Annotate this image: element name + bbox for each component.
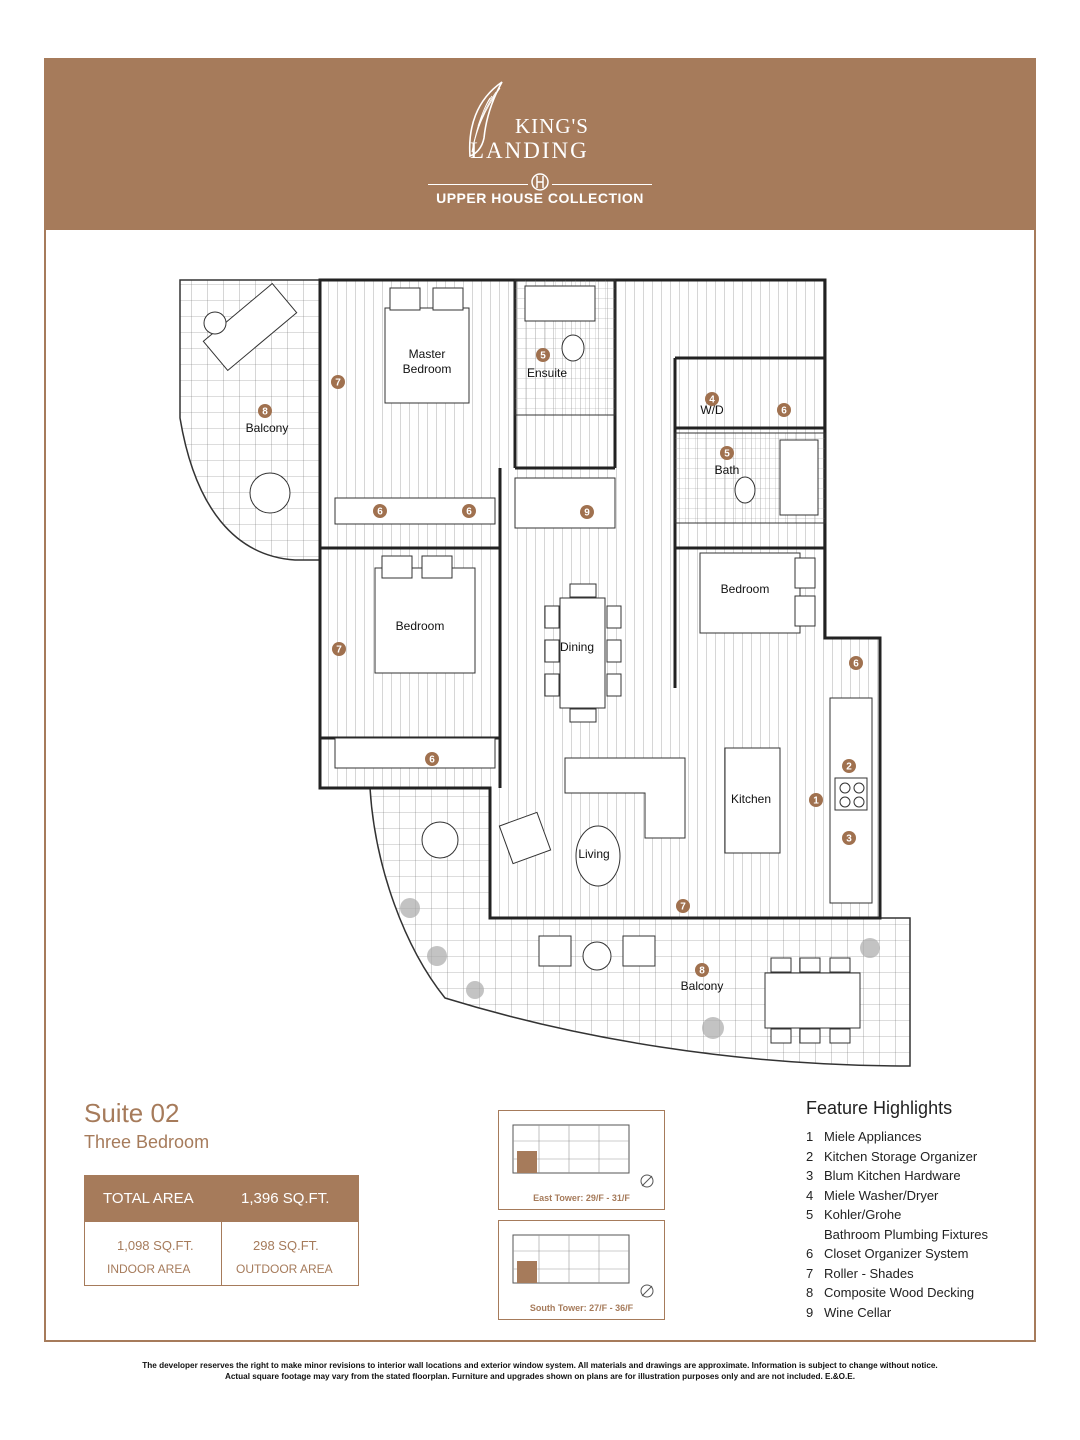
marker-1-kitchen: 1 [809, 793, 823, 807]
marker-6-master-a: 6 [373, 504, 387, 518]
marker-6-right: 6 [849, 656, 863, 670]
area-total-row: TOTAL AREA 1,396 SQ.FT. [85, 1176, 358, 1222]
keyplan-south: South Tower: 27/F - 36/F [498, 1220, 665, 1320]
marker-5-ensuite: 5 [536, 348, 550, 362]
label-bedroom-right: Bedroom [721, 582, 770, 596]
svg-text:2: 2 [846, 762, 852, 773]
marker-6-master-b: 6 [462, 504, 476, 518]
total-area-label: TOTAL AREA [103, 1190, 194, 1207]
marker-6-wd: 6 [777, 403, 791, 417]
svg-text:6: 6 [781, 406, 787, 417]
floor-plan: Master Bedroom Ensuite W/D Bath Balcony … [179, 278, 911, 1067]
keyplan-east-caption: East Tower: 29/F - 31/F [533, 1193, 630, 1203]
marker-8-top: 8 [258, 404, 272, 418]
living-sofa [564, 757, 686, 839]
marker-6-bedroom: 6 [425, 752, 439, 766]
svg-text:5: 5 [540, 351, 546, 362]
disclaimer: The developer reserves the right to make… [142, 1361, 938, 1381]
outdoor-area-label: OUTDOOR AREA [236, 1262, 333, 1276]
label-bedroom-left: Bedroom [396, 619, 445, 633]
label-kitchen: Kitchen [731, 792, 771, 806]
marker-5-bath: 5 [720, 446, 734, 460]
total-area-value: 1,396 SQ.FT. [241, 1190, 330, 1207]
master-bed [384, 307, 470, 404]
brand-name-line1: KING'S [515, 114, 589, 138]
bedroom-left-bed [374, 567, 476, 674]
svg-text:1: 1 [813, 796, 819, 807]
label-master-1: Master [409, 347, 446, 361]
area-table: TOTAL AREA 1,396 SQ.FT. 1,098 SQ.FT. IND… [84, 1175, 359, 1286]
label-master-2: Bedroom [403, 362, 452, 376]
area-divider [221, 1222, 222, 1286]
header-banner [44, 58, 1036, 230]
svg-text:5: 5 [724, 449, 730, 460]
monogram-icon [528, 170, 552, 194]
svg-text:8: 8 [262, 407, 268, 418]
suite-title: Suite 02 [84, 1098, 180, 1128]
marker-7-master: 7 [331, 375, 345, 389]
svg-text:6: 6 [466, 507, 472, 518]
svg-text:7: 7 [680, 902, 686, 913]
marker-9-wine: 9 [580, 505, 594, 519]
svg-text:9: 9 [584, 508, 590, 519]
brand-block: KING'S LANDING UPPER HOUSE COLLECTION [0, 0, 1080, 240]
kitchen-island [724, 747, 781, 854]
svg-text:6: 6 [429, 755, 435, 766]
outdoor-area-value: 298 SQ.FT. [253, 1238, 319, 1253]
label-ensuite: Ensuite [527, 366, 567, 380]
keyplan-south-drawing [512, 1234, 654, 1298]
marker-7-living: 7 [676, 899, 690, 913]
label-wd: W/D [700, 403, 724, 417]
wine-cellar [514, 477, 616, 529]
north-arrow-icon [640, 1284, 654, 1298]
label-bath: Bath [715, 463, 740, 477]
svg-text:7: 7 [336, 645, 342, 656]
features-heading: Feature Highlights [806, 1098, 953, 1118]
keyplan-south-caption: South Tower: 27/F - 36/F [529, 1303, 634, 1313]
svg-text:6: 6 [377, 507, 383, 518]
marker-4-wd: 4 [705, 392, 719, 406]
bedroom-right-bed [699, 552, 801, 634]
label-dining: Dining [560, 640, 594, 654]
marker-3-kitchen: 3 [842, 831, 856, 845]
label-living: Living [578, 847, 609, 861]
svg-text:3: 3 [846, 834, 852, 845]
closet-bedroom [334, 737, 496, 769]
north-arrow-icon [640, 1174, 654, 1188]
suite-subtitle: Three Bedroom [84, 1132, 210, 1152]
brand-name-line2: LANDING [470, 138, 589, 163]
keyplan-east-drawing [512, 1124, 654, 1188]
marker-8-bottom: 8 [695, 963, 709, 977]
label-balcony-top: Balcony [246, 421, 289, 435]
balcony-dining-table [764, 972, 861, 1029]
feather-logo-icon [468, 81, 503, 158]
collection-name: UPPER HOUSE COLLECTION [436, 190, 644, 206]
marker-7-bedroom: 7 [332, 642, 346, 656]
indoor-area-label: INDOOR AREA [107, 1262, 191, 1276]
indoor-area-value: 1,098 SQ.FT. [117, 1238, 194, 1253]
svg-text:6: 6 [853, 659, 859, 670]
marker-2-kitchen: 2 [842, 759, 856, 773]
svg-text:7: 7 [335, 378, 341, 389]
keyplan-east: East Tower: 29/F - 31/F [498, 1110, 665, 1210]
dining-table [559, 597, 606, 709]
svg-text:8: 8 [699, 966, 705, 977]
svg-text:4: 4 [709, 395, 715, 406]
coffee-table [575, 825, 621, 887]
label-balcony-bottom: Balcony [681, 979, 724, 993]
